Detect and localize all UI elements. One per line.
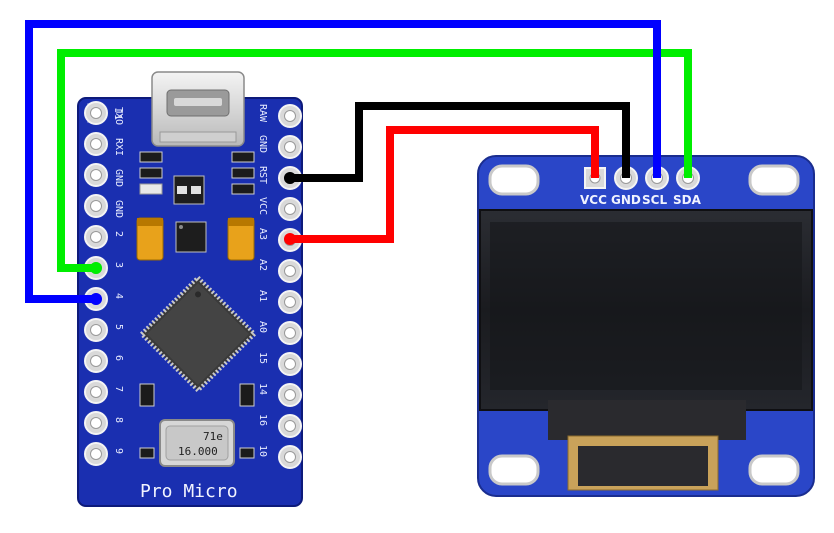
oled-pin-label: VCC (580, 193, 607, 207)
pin-hole (284, 327, 296, 339)
crystal-oscillator: 71e 16.000 (139, 383, 255, 467)
pin-hole (90, 448, 102, 460)
pin-label-left: GND (113, 200, 124, 218)
pin-hole (284, 420, 296, 432)
pin-label-left: 6 (113, 355, 124, 361)
pin-hole (284, 203, 296, 215)
pin-hole (284, 265, 296, 277)
pin-label-right: RST (257, 166, 268, 184)
pin-hole (284, 110, 296, 122)
pin-label-left: 5 (113, 324, 124, 330)
pin-hole (90, 107, 102, 119)
pin-label-right: GND (257, 135, 268, 153)
pin-label-left: 9 (113, 448, 124, 454)
pin-hole (90, 169, 102, 181)
pin-label-right: 15 (257, 352, 268, 364)
mounting-holes (488, 164, 800, 486)
pro-micro-board: J1 TXO RXI GND GND 2 3 4 5 6 7 8 9 RAW GND RST VCC A3A2… (77, 71, 303, 507)
pin-hole (90, 138, 102, 150)
left-pin-labels: TXO RXI GND GND 2 3 4 5 6 7 8 9 (113, 107, 124, 454)
scl-wire (25, 20, 661, 303)
pin-label-right: 14 (257, 383, 268, 395)
board-name: Pro Micro (140, 481, 238, 502)
header-label: J1 (112, 108, 123, 120)
pin-hole (284, 451, 296, 463)
pin-hole (90, 386, 102, 398)
sda-wire (57, 49, 692, 272)
pin-label-right: A0 (257, 321, 268, 333)
ribbon-cable (548, 400, 746, 491)
pin-label-right: VCC (257, 197, 268, 215)
pin-hole (284, 358, 296, 370)
pin-label-left: 8 (113, 417, 124, 423)
gnd-wire (290, 102, 630, 182)
pin-hole (90, 324, 102, 336)
pin-label-right: 16 (257, 414, 268, 426)
pin-hole (90, 355, 102, 367)
pin-hole (90, 231, 102, 243)
pin-label-right: 10 (257, 445, 268, 457)
pin-hole (90, 200, 102, 212)
pin-hole (284, 389, 296, 401)
pin-label-left: RXI (113, 138, 124, 156)
oled-pin-label: SCL (642, 193, 667, 207)
vcc-wire (290, 126, 599, 243)
microcontroller-chip (138, 274, 258, 394)
pin-label-right: A2 (257, 259, 268, 271)
smd-components (136, 151, 255, 261)
pin-hole (284, 296, 296, 308)
pin-label-right: A3 (257, 228, 268, 240)
pin-label-left: 4 (113, 293, 124, 299)
pin-hole (284, 141, 296, 153)
crystal-code: 71e (203, 430, 223, 443)
pin-label-right: RAW (257, 104, 268, 123)
wires (25, 20, 692, 303)
wire-endpoints (90, 172, 296, 305)
pin-label-right: A1 (257, 290, 268, 302)
crystal-frequency: 16.000 (178, 445, 218, 458)
oled-pin-label: SDA (673, 193, 702, 207)
usb-connector (151, 71, 245, 147)
pin-label-left: TXO (113, 107, 124, 125)
pin-label-left: GND (113, 169, 124, 187)
oled-pin-label: GND (611, 193, 641, 207)
pin-label-left: 3 (113, 262, 124, 268)
pin-label-left: 2 (113, 231, 124, 237)
pin-label-left: 7 (113, 386, 124, 392)
pin-hole (90, 417, 102, 429)
